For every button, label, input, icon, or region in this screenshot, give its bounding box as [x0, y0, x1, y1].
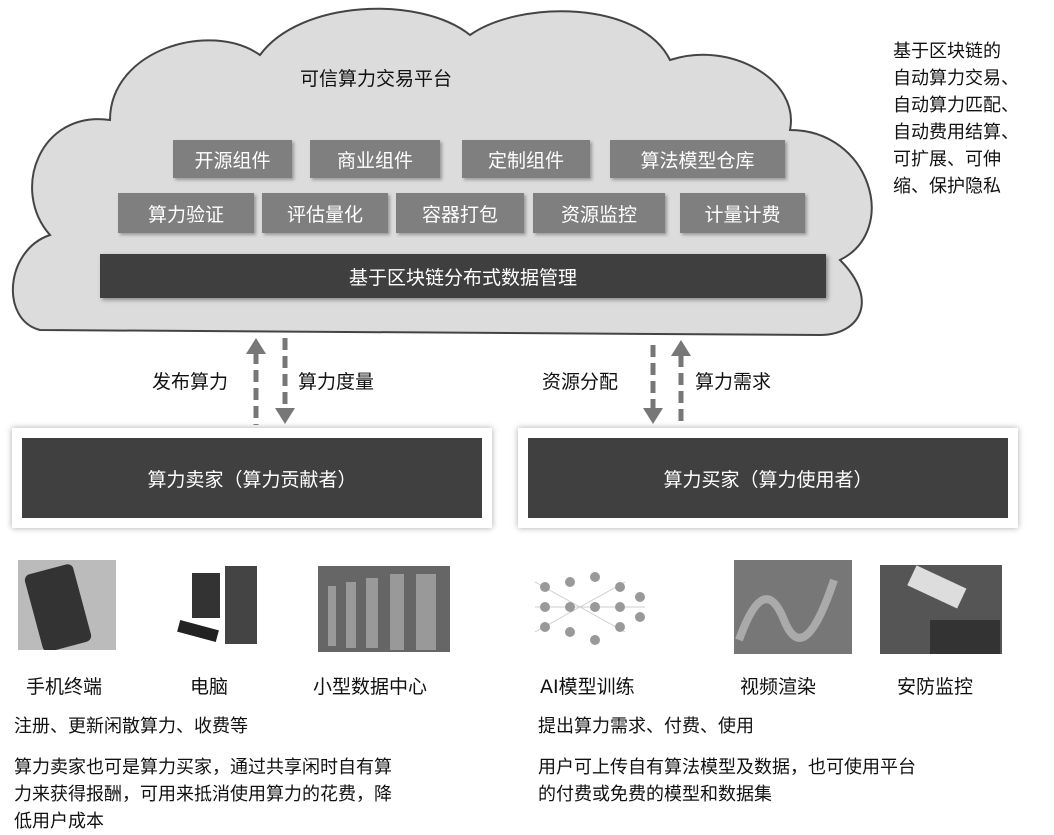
arrow-up-icon: [671, 340, 691, 356]
caption-ai-training: AI模型训练: [540, 676, 635, 698]
video-render-image: [734, 560, 852, 654]
caption-video-render: 视频渲染: [740, 676, 817, 698]
feature-line: 基于区块链的: [893, 41, 1001, 62]
blockchain-bar: 基于区块链分布式数据管理: [100, 254, 826, 298]
chip-model-repo: 算法模型仓库: [610, 140, 785, 178]
seller-box: 算力卖家（算力贡献者）: [12, 428, 492, 528]
chip-commercial: 商业组件: [310, 140, 440, 178]
caption-datacenter: 小型数据中心: [313, 676, 428, 698]
arrow-down-icon: [643, 408, 663, 424]
arrow-up-icon: [246, 338, 266, 354]
cloud-shape: [11, 7, 873, 337]
computer-image: [177, 566, 257, 644]
label-demand: 算力需求: [695, 371, 772, 393]
desc-line: 算力卖家也可是算力买家，通过共享闲时自有算: [14, 757, 392, 778]
arrow-down-icon: [275, 408, 295, 424]
chip-verify: 算力验证: [118, 193, 254, 233]
label-allocate: 资源分配: [542, 371, 619, 393]
desc-line: 用户可上传自有算法模型及数据，也可使用平台: [538, 757, 916, 778]
label-measure: 算力度量: [298, 371, 375, 393]
feature-line: 缩、保护隐私: [893, 176, 1001, 197]
desc-line: 的付费或免费的模型和数据集: [538, 784, 772, 805]
label-publish: 发布算力: [152, 371, 229, 393]
chip-custom: 定制组件: [462, 140, 590, 178]
chip-evaluate: 评估量化: [262, 193, 388, 233]
caption-computer: 电脑: [190, 676, 229, 698]
buyer-description: 用户可上传自有算法模型及数据，也可使用平台 的付费或免费的模型和数据集: [538, 754, 1038, 808]
seller-title: 算力卖家（算力贡献者）: [22, 438, 482, 518]
desc-line: 低用户成本: [14, 811, 104, 832]
seller-description: 算力卖家也可是算力买家，通过共享闲时自有算 力来获得报酬，可用来抵消使用算力的花…: [14, 754, 504, 835]
features-text: 基于区块链的 自动算力交易、 自动算力匹配、 自动费用结算、 可扩展、可伸 缩、…: [893, 38, 1019, 200]
arrows: [246, 338, 691, 425]
buyer-box: 算力买家（算力使用者）: [518, 428, 1018, 528]
buyer-line1: 提出算力需求、付费、使用: [538, 716, 754, 737]
caption-phone: 手机终端: [26, 676, 103, 698]
feature-line: 自动费用结算、: [893, 122, 1019, 143]
chip-container: 容器打包: [396, 193, 524, 233]
chip-billing: 计量计费: [680, 193, 805, 233]
buyer-title: 算力买家（算力使用者）: [528, 438, 1008, 518]
seller-line1: 注册、更新闲散算力、收费等: [14, 716, 248, 737]
phone-image: [18, 560, 116, 650]
caption-security: 安防监控: [897, 676, 974, 698]
chip-open-source: 开源组件: [173, 140, 292, 178]
datacenter-image: [318, 566, 450, 652]
feature-line: 自动算力匹配、: [893, 95, 1019, 116]
desc-line: 力来获得报酬，可用来抵消使用算力的花费，降: [14, 784, 392, 805]
feature-line: 自动算力交易、: [893, 68, 1019, 89]
neural-network-image: [534, 572, 645, 645]
chip-monitor: 资源监控: [533, 193, 665, 233]
feature-line: 可扩展、可伸: [893, 149, 1001, 170]
security-camera-image: [880, 565, 1002, 654]
platform-title: 可信算力交易平台: [300, 68, 453, 90]
